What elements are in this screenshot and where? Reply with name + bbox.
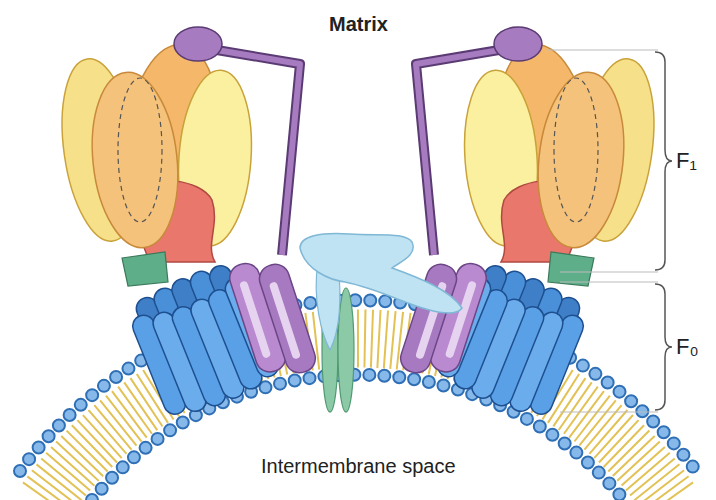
- atp-synthase-monomer: [397, 27, 664, 424]
- stator-link: [122, 252, 168, 286]
- lipid-heads: [20, 300, 696, 471]
- dimer-subunit: [300, 234, 462, 314]
- part-label: F₀: [676, 334, 699, 359]
- central-shaft-outline: [118, 78, 162, 222]
- bracket: [655, 52, 672, 270]
- dimer-subunit: [338, 288, 354, 412]
- part-label: F₁: [676, 148, 697, 173]
- guide-line: [560, 272, 658, 273]
- guide-line: [548, 50, 658, 51]
- guide-line: [560, 282, 658, 283]
- a-subunit: [226, 251, 319, 385]
- region-label: Intermembrane space: [261, 455, 456, 478]
- f1-subunit: [84, 68, 186, 252]
- oscp-subunit: [174, 27, 222, 61]
- bracket: [655, 284, 672, 410]
- guide-line: [560, 412, 658, 413]
- lipid-heads: [20, 300, 696, 471]
- atp-synthase-monomer: [52, 27, 319, 424]
- region-label: Matrix: [329, 13, 388, 36]
